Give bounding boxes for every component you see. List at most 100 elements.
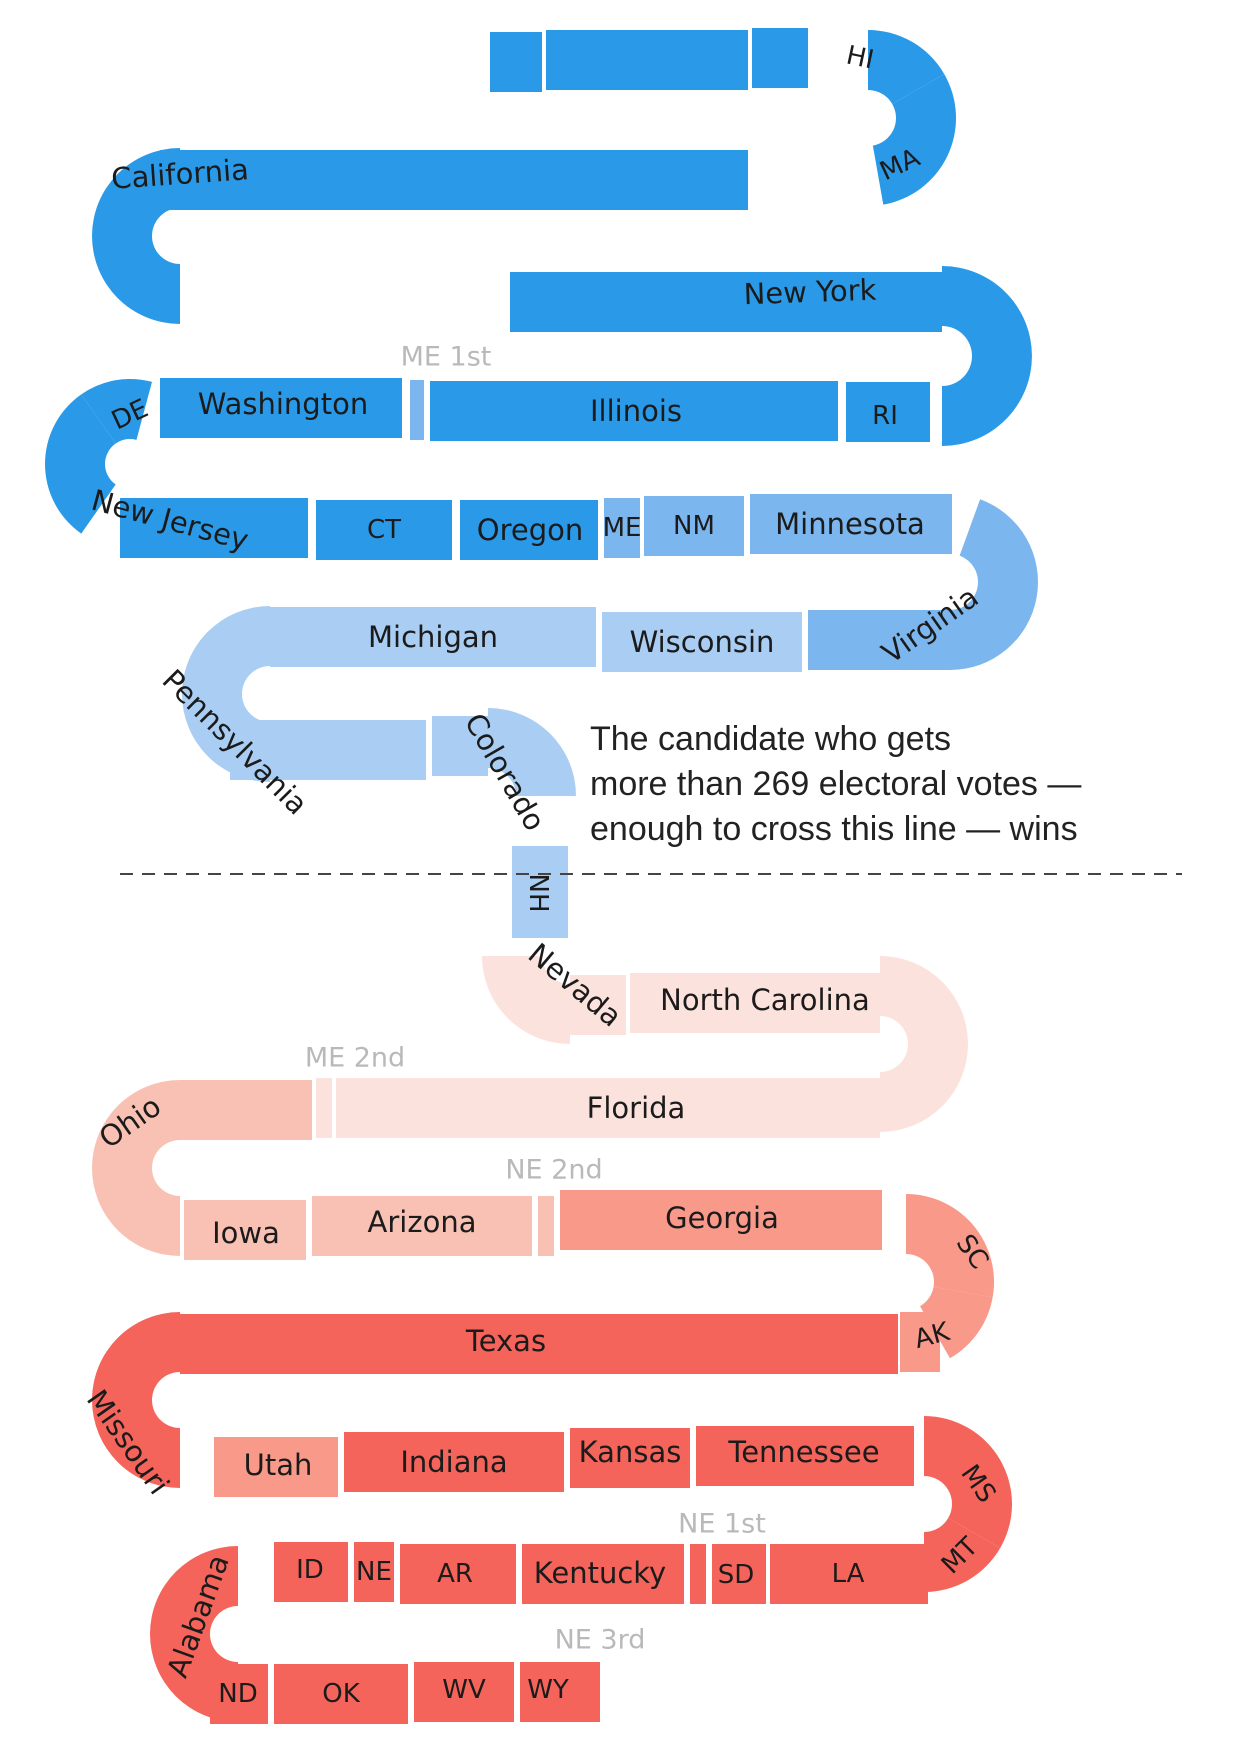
segment-ma: MA: [872, 74, 956, 205]
segment-curve: [44, 394, 116, 534]
segment-curve: [920, 1286, 993, 1359]
label-nd: ND: [218, 1679, 257, 1709]
segment-curve: [872, 74, 956, 205]
label-wv: WV: [442, 1675, 486, 1705]
segment-band: [510, 272, 942, 332]
segment-michigan: Michigan: [270, 607, 596, 667]
label-wisconsin: Wisconsin: [630, 625, 775, 659]
segment-band: [274, 1664, 408, 1724]
segment-band: [354, 1542, 394, 1602]
segment-sc: SC: [906, 1194, 994, 1298]
label-florida: Florida: [587, 1091, 686, 1125]
segment-curve: [488, 708, 576, 796]
label-ne-1st: NE 1st: [678, 1509, 766, 1540]
segment-curve: [868, 30, 945, 104]
label-arizona: Arizona: [368, 1205, 477, 1239]
label-minnesota: Minnesota: [775, 507, 925, 541]
segment-band: [546, 30, 748, 90]
segment-curve: [92, 1400, 180, 1488]
segment-texas: Texas: [92, 1312, 898, 1400]
label-michigan: Michigan: [368, 620, 498, 654]
segment-band: [400, 1544, 516, 1604]
label-texas: Texas: [465, 1324, 546, 1358]
segment-curve: [81, 379, 152, 444]
segment-band: [570, 975, 626, 1035]
segment-wisconsin: Wisconsin: [602, 612, 802, 672]
segment-band: [432, 716, 488, 776]
label-wy: WY: [527, 1675, 569, 1705]
segment-band: [560, 1190, 882, 1250]
segment-curve: [182, 606, 270, 782]
segment-mt: MT: [924, 1518, 1001, 1592]
label-me-1st: ME 1st: [401, 342, 492, 373]
segment-iowa: Iowa: [92, 1168, 306, 1260]
segment-curve: [924, 1518, 1001, 1592]
segment-indiana: Indiana: [344, 1432, 564, 1492]
segment-band: [160, 378, 402, 438]
label-kansas: Kansas: [579, 1435, 682, 1469]
segment-nevada: Nevada: [482, 936, 628, 1044]
segment-band: [590, 1662, 600, 1722]
segment-band: [336, 1078, 880, 1138]
label-ne-3rd: NE 3rd: [555, 1625, 646, 1656]
segment-dc: [490, 32, 542, 92]
label-illinois: Illinois: [590, 394, 682, 428]
label-iowa: Iowa: [212, 1216, 280, 1250]
segment-curve: [482, 956, 570, 1044]
segment-nd: ND: [210, 1664, 268, 1724]
segment-band: [630, 973, 880, 1033]
segment-maryland: [546, 30, 748, 90]
segment-illinois: Illinois: [430, 381, 838, 441]
segment-band: [430, 381, 838, 441]
segment-band: [538, 1196, 554, 1256]
segment-band: [316, 500, 452, 560]
label-ct: CT: [367, 515, 401, 545]
segment-virginia: Virginia: [808, 499, 1038, 670]
segment-band: [512, 846, 568, 938]
label-new-york: New York: [743, 273, 877, 312]
segment-ok: OK: [274, 1664, 408, 1724]
segment-utah: Utah: [214, 1437, 338, 1497]
segment-band: [520, 1662, 590, 1722]
segment-hi: HI: [844, 30, 945, 104]
segment-sd: SD: [712, 1544, 766, 1604]
segment-north-carolina: North Carolina: [630, 956, 968, 1044]
label-ok: OK: [322, 1679, 360, 1709]
segment-ri: RI: [846, 266, 1032, 446]
label-sd: SD: [718, 1560, 755, 1590]
segment-curve: [92, 1080, 180, 1168]
label-ar: AR: [437, 1559, 473, 1589]
segment-wv: WV: [414, 1662, 514, 1722]
label-ne-2nd: NE 2nd: [505, 1155, 602, 1186]
segment-curve: [880, 956, 968, 1044]
label-indiana: Indiana: [400, 1445, 507, 1479]
segment-band: [690, 1544, 706, 1604]
segment-band: [270, 607, 596, 667]
segment-kansas: Kansas: [570, 1428, 690, 1488]
segment-ct: CT: [316, 500, 452, 560]
segment-band: [460, 500, 598, 560]
segment-band: [120, 498, 308, 558]
segment-band: [184, 1200, 306, 1260]
segment-florida: Florida: [336, 1044, 968, 1138]
label-kentucky: Kentucky: [534, 1556, 666, 1590]
segment-georgia: Georgia: [560, 1190, 882, 1250]
segment-curve: [950, 499, 1038, 670]
segment-band: [160, 150, 748, 210]
segment-new-york: New York: [510, 272, 942, 332]
segment-curve: [942, 266, 1032, 446]
segment-band: [414, 1662, 514, 1722]
segment-ar: AR: [400, 1544, 516, 1604]
segment-band: [316, 1078, 332, 1138]
segment-curve: [92, 1168, 180, 1256]
segment-me-2nd: ME 2nd: [305, 1043, 405, 1138]
segment-ak: AK: [900, 1286, 993, 1372]
segment-ohio: Ohio: [92, 1080, 312, 1168]
segment-curve: [92, 1312, 180, 1400]
segment-band: [570, 1428, 690, 1488]
label-oregon: Oregon: [477, 513, 583, 547]
segment-colorado: Colorado: [432, 707, 576, 837]
segment-band: [808, 610, 950, 670]
